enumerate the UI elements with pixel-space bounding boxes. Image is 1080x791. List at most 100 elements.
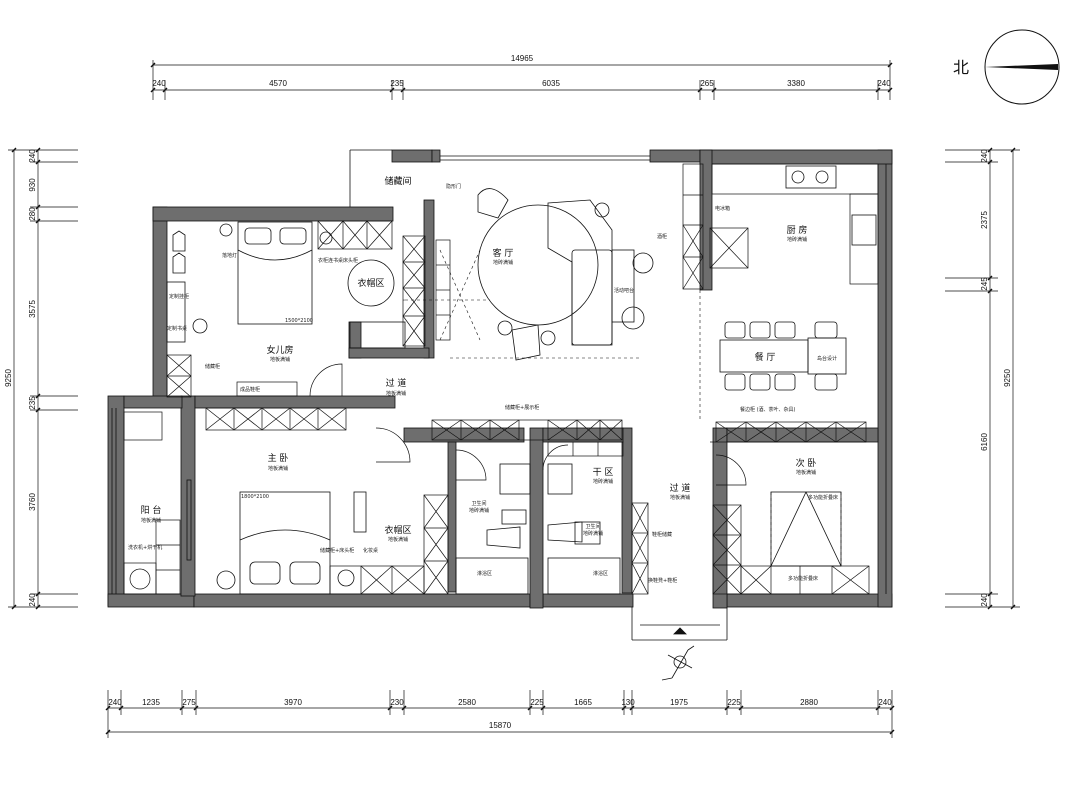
room-storage: 储藏间: [384, 175, 411, 187]
dim-right: 6160: [980, 433, 989, 451]
room-wardrobe-2-floor: 地板满铺: [388, 536, 408, 543]
dim-bottom: 2580: [458, 698, 476, 707]
label-bed-size-2: 1800*2100: [241, 494, 269, 500]
dim-bottom: 2880: [800, 698, 818, 707]
outlines: [111, 149, 887, 641]
room-bath-2-floor: 地砖满铺: [583, 530, 603, 537]
dim-top-total: 14965: [511, 54, 534, 63]
room-daughter: 女儿房: [266, 344, 293, 356]
dim-bottom: 130: [621, 698, 635, 707]
dim-right: 2375: [980, 211, 989, 229]
label-foldable-bed-1: 多功能折叠床: [808, 494, 838, 501]
dim-top: 235: [390, 79, 404, 88]
dimension-ticks: [11, 62, 1016, 735]
person-icon: [661, 627, 695, 681]
dim-bottom: 275: [182, 698, 196, 707]
room-living: 客 厅: [493, 247, 514, 259]
dim-right: 245: [980, 277, 989, 291]
label-custom-desk: 定制书桌: [167, 325, 187, 332]
room-dry-floor: 地砖满铺: [593, 478, 613, 485]
dim-left: 930: [28, 178, 37, 192]
dim-bottom: 225: [727, 698, 741, 707]
dimension-lines: [8, 60, 1020, 738]
label-storage-cab: 储藏柜: [205, 363, 220, 370]
dim-top: 265: [700, 79, 714, 88]
room-dry: 干 区: [593, 467, 614, 478]
room-second-floor: 地板满铺: [796, 469, 816, 476]
dim-left: 240: [28, 149, 37, 163]
room-living-floor: 地砖满铺: [493, 259, 513, 266]
dim-bottom: 1975: [670, 698, 688, 707]
room-corridor-2: 过 道: [670, 482, 691, 494]
label-washer-dryer: 洗衣机+烘干机: [128, 544, 162, 551]
label-custom-wardrobe: 衣柜连书桌床头柜: [318, 257, 358, 264]
room-dining: 餐 厅: [755, 351, 776, 363]
dim-left-total: 9250: [4, 369, 13, 387]
room-second: 次 卧: [796, 457, 817, 469]
dim-top: 3380: [787, 79, 805, 88]
label-shoe-bench: 换鞋凳+鞋柜: [648, 577, 677, 584]
dim-right-total: 9250: [1003, 369, 1012, 387]
dim-bottom: 240: [108, 698, 122, 707]
room-corridor-2-floor: 地板满铺: [670, 494, 690, 501]
label-hidden-door: 隐形门: [446, 183, 461, 190]
label-shoe-storage: 鞋柜储藏: [652, 531, 672, 538]
label-fridge: 电冰箱: [715, 205, 730, 212]
dim-left: 280: [28, 207, 37, 221]
room-balcony-floor: 地板满铺: [141, 517, 161, 524]
label-movable-bar: 活动吧台: [614, 287, 634, 294]
annotation-labels: 隐形门 落地灯 衣柜连书桌床头柜 1500*2100 定制挂柜 定制书桌 储藏柜…: [128, 183, 838, 584]
cabinets: [123, 163, 879, 595]
walls: [107, 149, 893, 609]
dim-top: 4570: [269, 79, 287, 88]
room-corridor-1: 过 道: [386, 377, 407, 389]
room-daughter-floor: 地板满铺: [270, 356, 290, 363]
dimension-labels: 14965 240 4570 235 6035 265 3380 240 240…: [4, 54, 1012, 730]
dim-left: 235: [28, 396, 37, 410]
room-balcony: 阳 台: [141, 504, 162, 516]
label-foldable-bed-2: 多功能折叠床: [788, 575, 818, 582]
room-bath-2: 卫生间: [585, 523, 600, 530]
label-wine-cab: 酒柜: [657, 233, 667, 240]
label-sideboard: 餐边柜 (酒、茶叶、杂具): [740, 406, 796, 413]
label-shower-1: 淋浴区: [477, 570, 492, 577]
dim-top: 6035: [542, 79, 560, 88]
dim-right: 240: [980, 593, 989, 607]
dim-left: 3575: [28, 300, 37, 318]
north-label: 北: [953, 58, 969, 77]
dim-top: 240: [877, 79, 891, 88]
dim-bottom: 1665: [574, 698, 592, 707]
room-bath-1: 卫生间: [471, 500, 486, 507]
room-corridor-1-floor: 地板满铺: [386, 390, 406, 397]
room-bath-1-floor: 地砖满铺: [469, 507, 489, 514]
dim-left: 3760: [28, 493, 37, 511]
room-master: 主 卧: [268, 452, 289, 464]
label-finished-shoe: 成品鞋柜: [240, 386, 260, 393]
room-island: 岛台设计: [817, 355, 837, 362]
dim-right: 240: [980, 149, 989, 163]
room-master-floor: 地板满铺: [268, 465, 288, 472]
dim-bottom: 240: [878, 698, 892, 707]
dim-bottom: 3970: [284, 698, 302, 707]
label-storage-bedside: 储藏柜+床头柜: [320, 547, 354, 554]
dim-bottom-total: 15870: [489, 721, 512, 730]
dim-left: 240: [28, 593, 37, 607]
north-arrow: 北: [953, 29, 1060, 105]
label-bed-size-1: 1500*2100: [285, 318, 313, 324]
door-swings: [309, 363, 747, 486]
room-kitchen-floor: 地砖满铺: [787, 236, 807, 243]
room-wardrobe-2: 衣帽区: [384, 524, 411, 536]
dim-bottom: 225: [530, 698, 544, 707]
dashed-lines: [405, 249, 842, 566]
label-dresser: 化妆桌: [363, 547, 378, 554]
dim-bottom: 1235: [142, 698, 160, 707]
room-kitchen: 厨 房: [787, 224, 808, 236]
label-custom-hanger: 定制挂柜: [169, 293, 189, 300]
label-storage-display: 储藏柜+展示柜: [505, 404, 539, 411]
dim-bottom: 230: [390, 698, 404, 707]
room-wardrobe-1: 衣帽区: [357, 277, 384, 289]
dim-top: 240: [152, 79, 166, 88]
label-shower-2: 淋浴区: [593, 570, 608, 577]
furniture: [166, 165, 877, 595]
